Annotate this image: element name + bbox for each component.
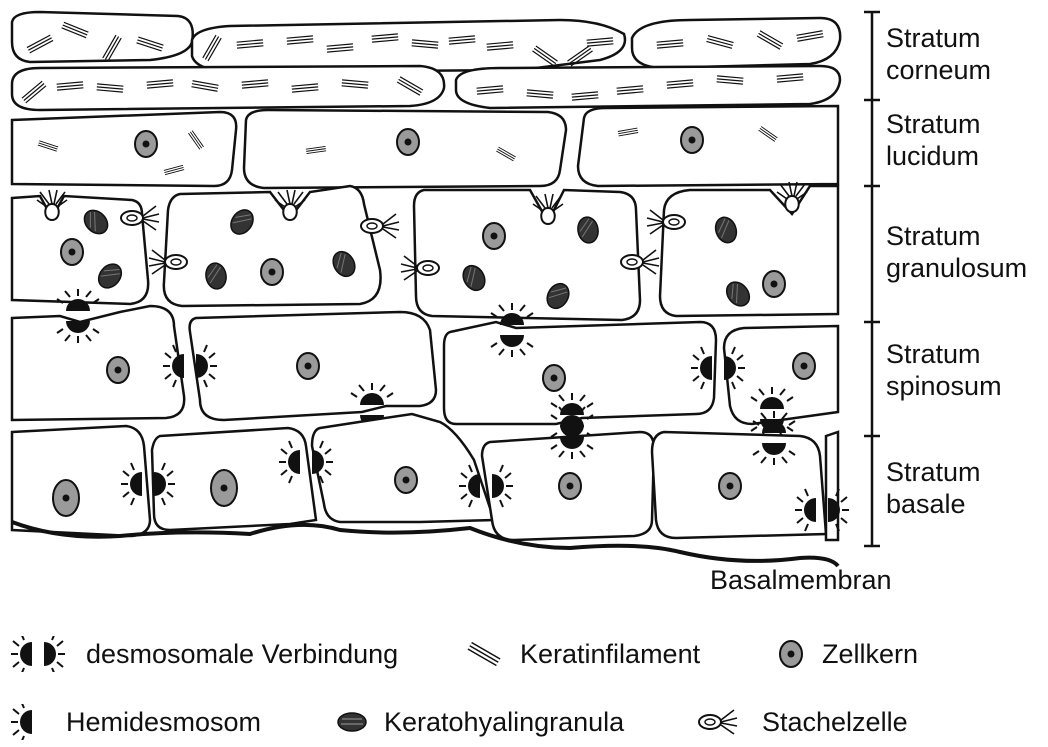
legend-nucleus-label: Zellkern xyxy=(822,639,918,670)
legend-prickle-cell-label: Stachelzelle xyxy=(762,707,908,738)
granule-icon xyxy=(334,704,370,740)
legend-hemidesmosome-label: Hemidesmosom xyxy=(66,707,261,738)
label-stratum-lucidum: Stratum lucidum xyxy=(886,108,981,172)
label-line1: Stratum xyxy=(886,220,1027,252)
legend-prickle-cell: Stachelzelle xyxy=(696,704,908,740)
label-stratum-spinosum: Stratum spinosum xyxy=(886,338,1002,402)
stratum-granulosum-cells xyxy=(12,186,838,320)
label-line2: granulosum xyxy=(886,252,1027,284)
label-stratum-corneum: Stratum corneum xyxy=(886,22,991,86)
keratin-icon xyxy=(462,636,506,672)
legend-desmosome: desmosomale Verbindung xyxy=(6,636,398,672)
label-line1: Stratum xyxy=(886,22,991,54)
legend-keratin: Keratinfilament xyxy=(462,636,700,672)
label-line2: lucidum xyxy=(886,140,981,172)
label-line1: Stratum xyxy=(886,456,981,488)
nucleus-icon xyxy=(776,636,806,672)
label-line2: basale xyxy=(886,488,981,520)
layer-brackets xyxy=(864,12,880,546)
legend-keratin-label: Keratinfilament xyxy=(520,639,700,670)
stratum-spinosum-cells xyxy=(12,306,838,424)
prickle-cell-icon xyxy=(696,704,744,740)
desmosome-icon xyxy=(6,636,70,672)
stratum-corneum-cells xyxy=(12,12,840,110)
legend-hemidesmosome: Hemidesmosom xyxy=(6,704,261,740)
basal-membrane-label: Basalmembran xyxy=(710,565,892,596)
label-line1: Stratum xyxy=(886,108,981,140)
label-line1: Stratum xyxy=(886,338,1002,370)
label-line2: corneum xyxy=(886,54,991,86)
hemidesmosome-icon xyxy=(6,704,44,740)
legend-granule: Keratohyalingranula xyxy=(334,704,624,740)
label-line2: spinosum xyxy=(886,370,1002,402)
label-stratum-granulosum: Stratum granulosum xyxy=(886,220,1027,284)
legend-desmosome-label: desmosomale Verbindung xyxy=(86,639,398,670)
legend-granule-label: Keratohyalingranula xyxy=(384,707,624,738)
label-stratum-basale: Stratum basale xyxy=(886,456,981,520)
legend-nucleus: Zellkern xyxy=(776,636,918,672)
